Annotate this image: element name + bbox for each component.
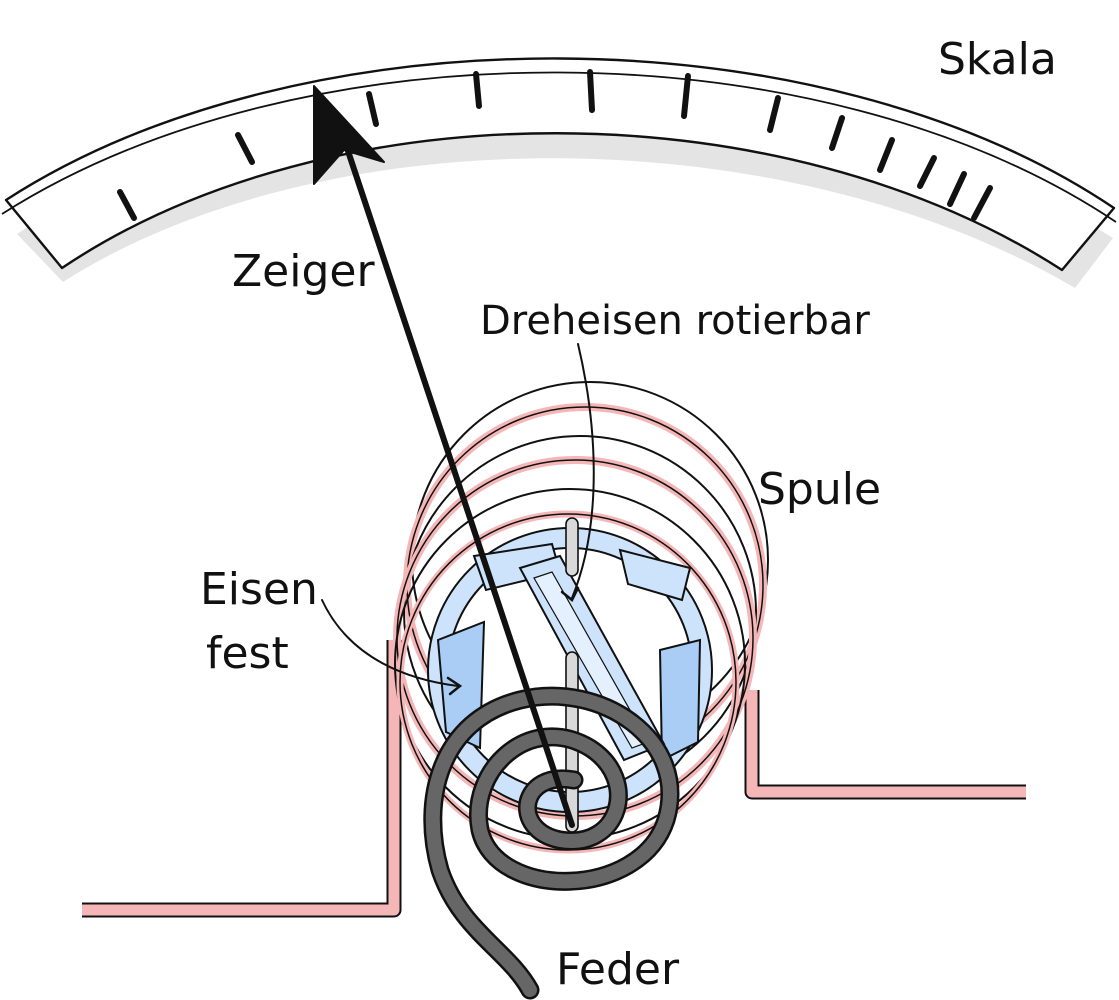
scale-inner-edge (1, 71, 1117, 223)
scale-tick (877, 137, 895, 173)
fixed-iron-top-right (618, 548, 692, 602)
spring (423, 686, 680, 1000)
moving-iron-arrow (560, 586, 580, 602)
wire-left (82, 640, 400, 916)
wire-leads (82, 640, 1026, 918)
axle-top (565, 517, 579, 577)
fixed-iron-right (658, 638, 702, 762)
leader-lines (321, 343, 595, 696)
fixed-iron-leader (321, 599, 459, 687)
wire-right-outline (744, 690, 1026, 800)
spring-label: Feder (556, 944, 680, 995)
scale-tick (473, 71, 482, 109)
scale-tick (829, 115, 845, 151)
wire-right (746, 690, 1026, 798)
scale-tick (681, 73, 691, 119)
scale-tick (366, 91, 379, 127)
scale-arc (1, 57, 1117, 288)
scale-tick (117, 189, 137, 221)
pointer-label: Zeiger (232, 246, 375, 297)
scale-tick (235, 132, 255, 165)
scale-band (4, 57, 1116, 272)
moving-iron-leader (571, 343, 595, 599)
labels: Skala Zeiger Dreheisen rotierbar Spule E… (200, 34, 1057, 995)
scale-tick (767, 95, 781, 133)
coil-label: Spule (758, 464, 881, 515)
wire-left-outline (82, 640, 402, 918)
scale-tick (587, 69, 595, 113)
pointer-shaft (343, 142, 575, 828)
fixed-iron-arrow (446, 676, 463, 696)
scale-ticks (117, 69, 993, 221)
pointer (313, 85, 575, 828)
scale-tick (917, 155, 937, 189)
pointer-arrowhead (313, 85, 385, 185)
moving-iron-label: Dreheisen rotierbar (480, 298, 870, 344)
scale-tick (971, 185, 993, 221)
scale-label: Skala (938, 34, 1057, 85)
scale-tick (947, 171, 967, 207)
fixed-iron-label-line2: fest (206, 628, 289, 679)
fixed-iron-label-line1: Eisen (200, 564, 318, 615)
spring-coil (425, 689, 677, 997)
